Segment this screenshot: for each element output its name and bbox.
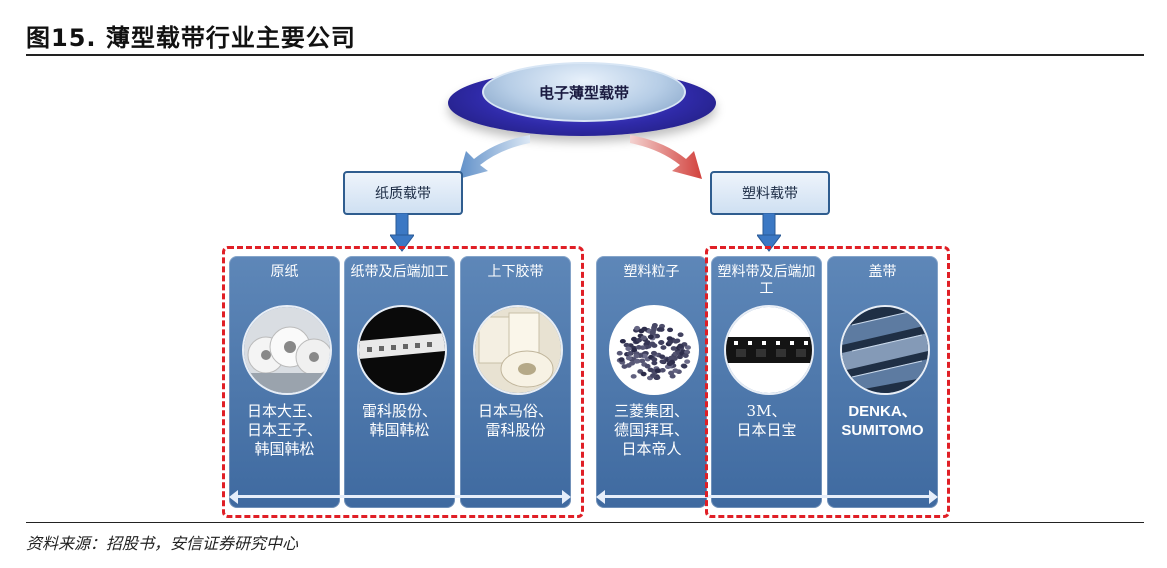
figure-title: 图15. 薄型载带行业主要公司 — [26, 24, 356, 52]
scroll-left-arrow-icon — [229, 490, 238, 504]
column-title: 塑料粒子 — [623, 264, 680, 280]
paper-rolls-image — [241, 305, 332, 395]
column-companies: 三菱集团、 德国拜耳、 日本帝人 — [613, 402, 689, 458]
plastic-tape-box: 塑料载带 — [710, 171, 830, 215]
paper-tape-image — [356, 305, 447, 395]
scroll-right-arrow-icon — [929, 490, 938, 504]
carrier-tape-image — [723, 305, 814, 395]
cover-tape-image — [839, 305, 930, 395]
column-title: 上下胶带 — [487, 264, 544, 280]
arrow-left-icon — [458, 135, 530, 179]
plastic-dashed-frame — [705, 246, 950, 518]
source-note: 资料来源：招股书，安信证券研究中心 — [26, 534, 299, 553]
top-rule — [26, 54, 1144, 56]
column-title: 原纸 — [270, 264, 299, 280]
down-arrow-paper-icon — [390, 213, 414, 252]
column-companies: 3M、 日本日宝 — [736, 402, 797, 439]
column-companies: 雷科股份、 韩国韩松 — [361, 402, 437, 439]
column-raw-paper: 原纸 日本大王、 日本王子、 韩国韩松 — [229, 256, 340, 508]
column-companies: DENKA、 SUMITOMO — [841, 403, 924, 439]
column-plastic-tape-processing: 塑料带及后端加工 3M、 日本日宝 — [711, 256, 822, 508]
tape-rolls-image — [472, 305, 563, 395]
column-title: 盖带 — [868, 264, 897, 280]
column-plastic-pellets: 塑料粒子 三菱集团、 德国拜耳、 日本帝人 — [596, 256, 707, 508]
top-node: 电子薄型载带 — [448, 62, 716, 144]
column-companies: 日本大王、 日本王子、 韩国韩松 — [246, 402, 322, 458]
arrow-right-icon — [630, 135, 702, 179]
plastic-pellets-image — [608, 305, 699, 395]
branch-arrows — [458, 135, 702, 179]
top-node-label: 电子薄型载带 — [482, 62, 686, 122]
scroll-right-arrow-icon — [562, 490, 571, 504]
down-arrow-plastic-icon — [757, 213, 781, 252]
bottom-rule — [26, 522, 1144, 523]
plastic-scroll-bar — [596, 490, 938, 504]
column-cover-tape: 盖带 DENKA、 SUMITOMO — [827, 256, 938, 508]
column-paper-tape-processing: 纸带及后端加工 雷科股份、 韩国韩松 — [344, 256, 455, 508]
column-companies: 日本马俗、 雷科股份 — [477, 402, 553, 439]
paper-scroll-bar — [229, 490, 571, 504]
scroll-left-arrow-icon — [596, 490, 605, 504]
paper-dashed-frame — [222, 246, 584, 518]
paper-tape-box: 纸质载带 — [343, 171, 463, 215]
column-title: 塑料带及后端加工 — [717, 264, 816, 297]
column-tape: 上下胶带 日本马俗、 雷科股份 — [460, 256, 571, 508]
column-title: 纸带及后端加工 — [350, 264, 449, 280]
